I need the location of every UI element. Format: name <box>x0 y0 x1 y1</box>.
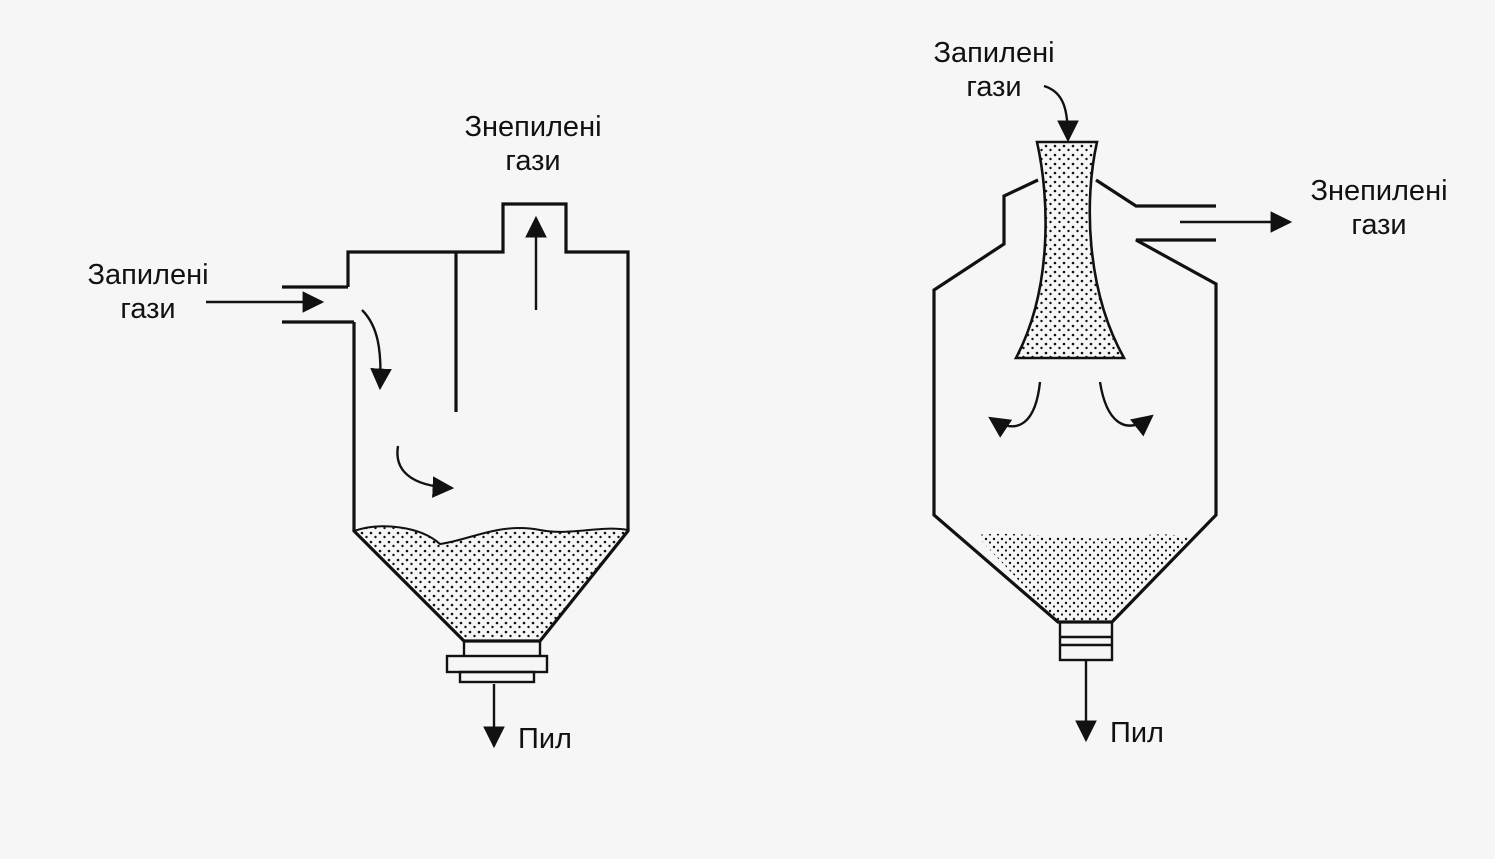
right-flow-arrow-right <box>1098 381 1154 437</box>
right-chamber-outline <box>932 178 1218 624</box>
left-dust-label: Пил <box>518 723 572 755</box>
right-inlet-arrow <box>1043 84 1079 143</box>
right-dust-outlet <box>1058 620 1114 662</box>
left-flow-arrow-down <box>361 309 392 391</box>
right-inlet-nozzle <box>1013 140 1127 360</box>
left-dust-deposit <box>352 525 630 642</box>
right-settling-chamber <box>932 84 1293 743</box>
left-dust-outlet-ring-bottom <box>458 670 536 684</box>
left-flow-arrow-curve <box>396 445 455 498</box>
left-settling-chamber <box>206 202 630 749</box>
right-flow-arrow-left <box>988 381 1042 438</box>
left-roof-segment <box>346 250 456 287</box>
right-dust-deposit <box>976 533 1192 622</box>
left-chamber-outline <box>352 202 630 643</box>
left-dust-outlet-ring-top <box>445 654 549 674</box>
right-dust-label: Пил <box>1110 717 1164 749</box>
right-outlet-duct-top <box>1095 178 1216 208</box>
